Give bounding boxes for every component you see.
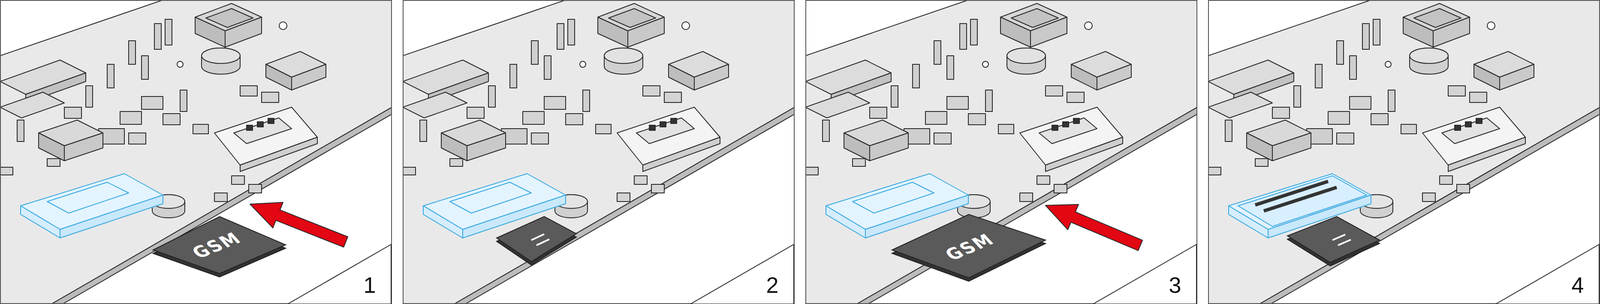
insert-arrow — [1040, 192, 1146, 259]
callout-number: 1 — [363, 274, 377, 297]
insert-arrow — [244, 191, 351, 255]
sim-card — [496, 216, 577, 262]
step-panel — [402, 0, 795, 304]
step-panel — [1208, 0, 1600, 304]
sim-card — [153, 216, 286, 274]
callout-number: 2 — [766, 274, 779, 297]
sim-card — [891, 214, 1046, 278]
step-panel — [805, 0, 1198, 304]
sim-card — [1287, 216, 1380, 263]
callout-number: 4 — [1571, 274, 1585, 297]
callout-number: 3 — [1169, 274, 1182, 297]
step-panel — [0, 0, 392, 304]
